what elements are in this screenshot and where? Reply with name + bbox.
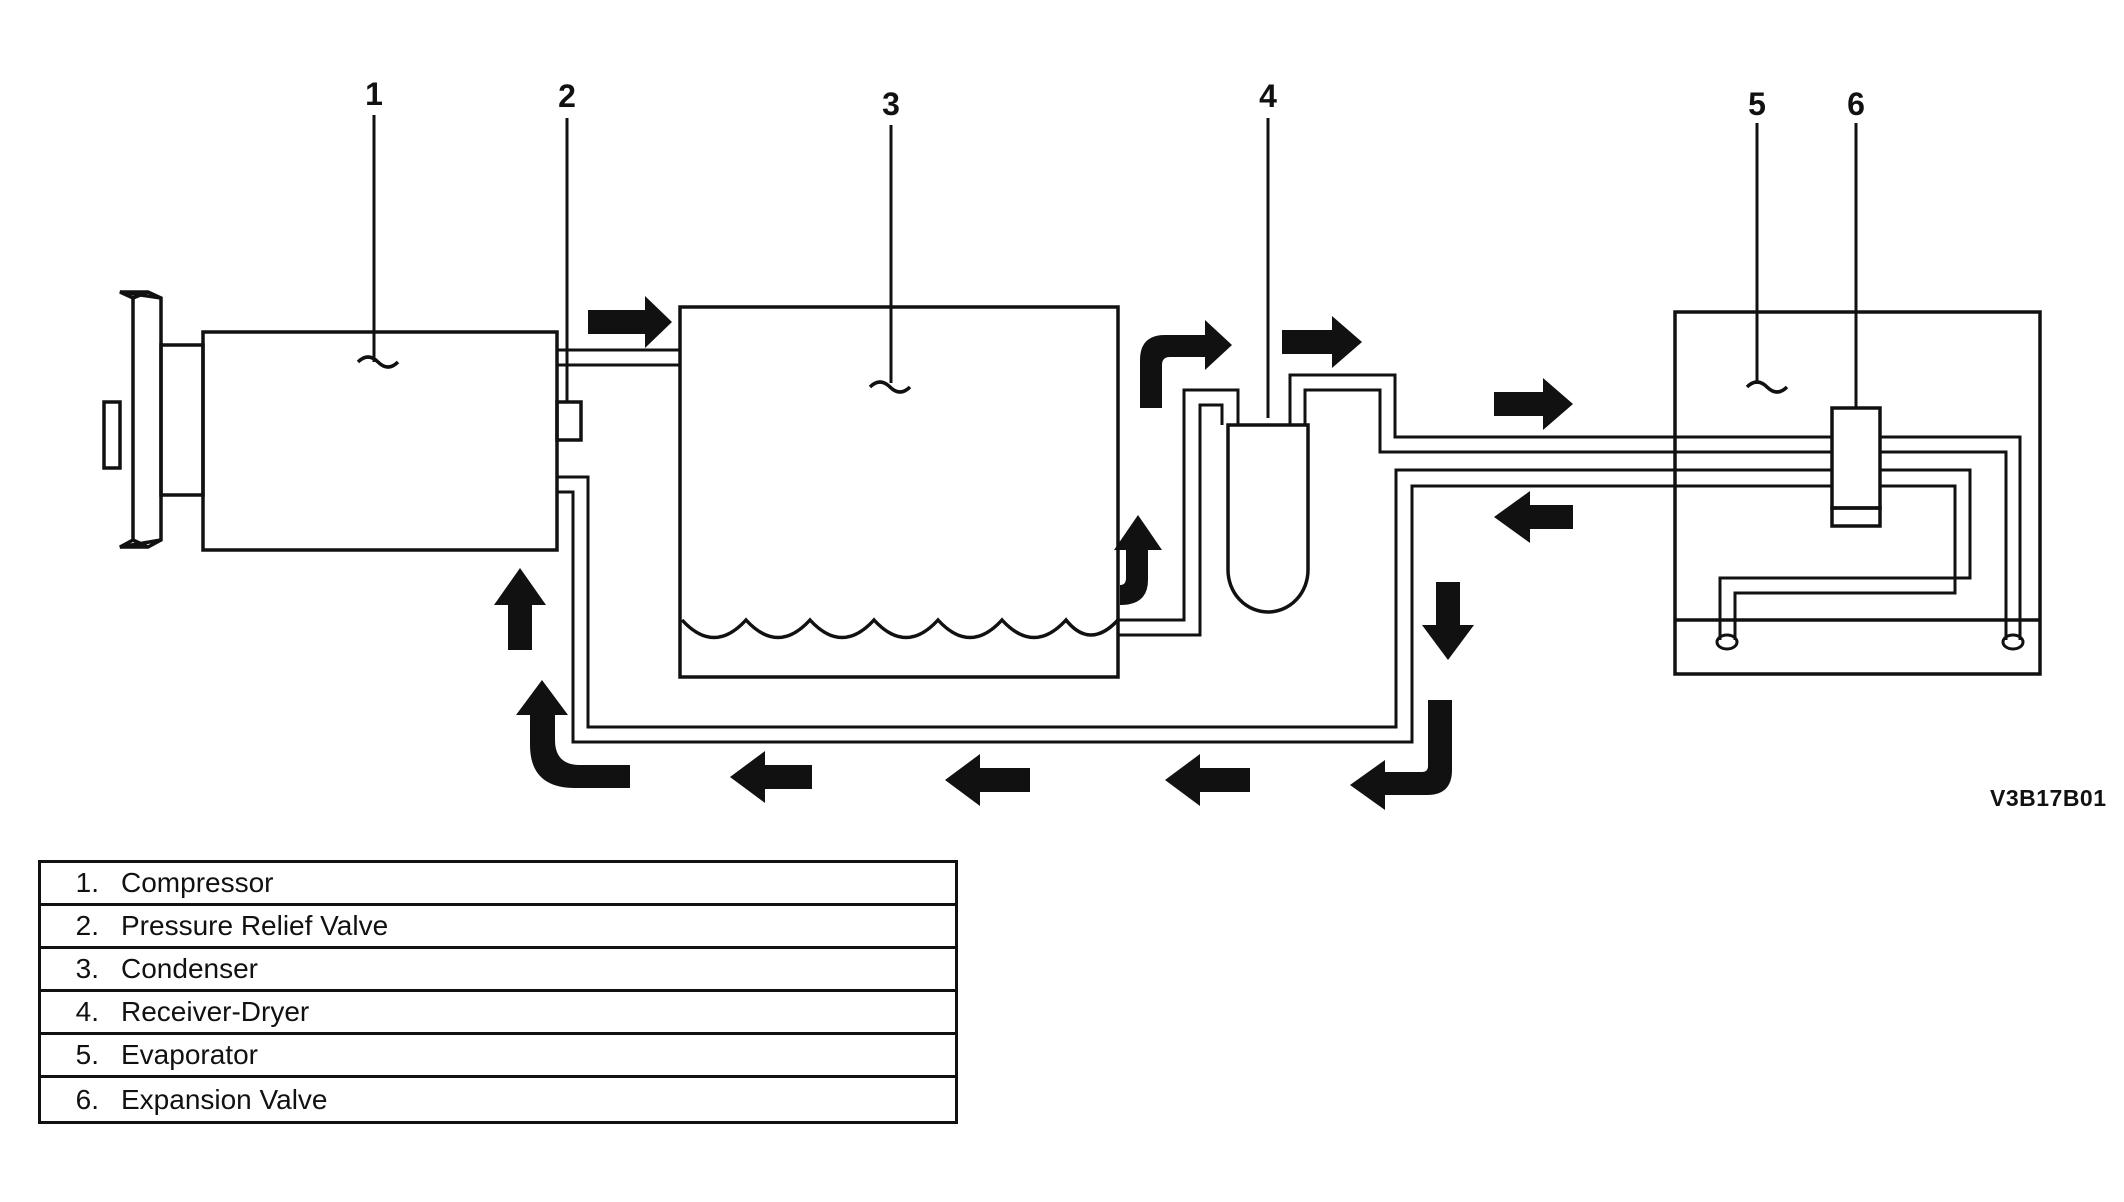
compressor-pulley <box>102 290 205 549</box>
legend-row: 1. Compressor <box>41 863 955 906</box>
legend-row: 2. Pressure Relief Valve <box>41 906 955 949</box>
flow-arrow-left-4 <box>730 751 812 803</box>
legend-row: 3. Condenser <box>41 949 955 992</box>
legend-row: 4. Receiver-Dryer <box>41 992 955 1035</box>
callout-leader-lines <box>372 115 1858 418</box>
callout-pressure-relief-valve: 2 <box>558 78 576 114</box>
callout-compressor: 1 <box>365 76 383 112</box>
pressure-relief-valve <box>555 400 583 442</box>
compressor <box>201 330 559 552</box>
legend-label: Expansion Valve <box>121 1083 328 1115</box>
legend-number: 4. <box>75 996 99 1027</box>
legend-row: 6. Expansion Valve <box>41 1078 955 1121</box>
flow-arrows <box>494 296 1573 810</box>
legend-number: 5. <box>75 1039 99 1070</box>
flow-arrow-left-2 <box>1165 754 1250 806</box>
callout-condenser: 3 <box>882 86 900 122</box>
legend-label: Pressure Relief Valve <box>121 910 389 941</box>
receiver-dryer <box>1226 423 1310 614</box>
legend-number: 6. <box>75 1083 99 1115</box>
refrigerant-lines <box>557 348 2025 744</box>
flow-arrow-curve-down-left <box>1350 700 1452 810</box>
figure-reference-code: V3B17B01 <box>1990 785 2107 811</box>
callout-evaporator: 5 <box>1748 86 1766 122</box>
flow-arrow-right-2 <box>1282 316 1362 368</box>
flow-arrow-right-1 <box>588 296 672 348</box>
legend-number: 2. <box>75 910 99 941</box>
callout-expansion-valve: 6 <box>1847 86 1865 122</box>
legend-table: 1. Compressor 2. Pressure Relief Valve 3… <box>38 860 958 1124</box>
flow-arrow-right-3 <box>1494 378 1573 430</box>
expansion-valve <box>1830 406 1882 528</box>
flow-arrow-down <box>1422 582 1474 660</box>
flow-arrow-curve-up-right <box>1140 320 1232 408</box>
legend-label: Receiver-Dryer <box>121 996 310 1027</box>
flow-arrow-curve-left-up <box>516 680 630 788</box>
legend-row: 5. Evaporator <box>41 1035 955 1078</box>
legend-label: Evaporator <box>121 1039 258 1070</box>
legend-number: 3. <box>75 953 99 984</box>
flow-arrow-left-3 <box>945 754 1030 806</box>
flow-arrow-curve-up <box>1114 515 1162 605</box>
flow-arrow-up <box>494 568 546 650</box>
legend-label: Condenser <box>121 953 258 984</box>
callout-receiver-dryer: 4 <box>1259 78 1277 114</box>
legend-number: 1. <box>75 867 99 898</box>
condenser <box>678 305 1120 679</box>
legend-label: Compressor <box>121 867 274 898</box>
flow-arrow-left-1 <box>1494 491 1573 543</box>
